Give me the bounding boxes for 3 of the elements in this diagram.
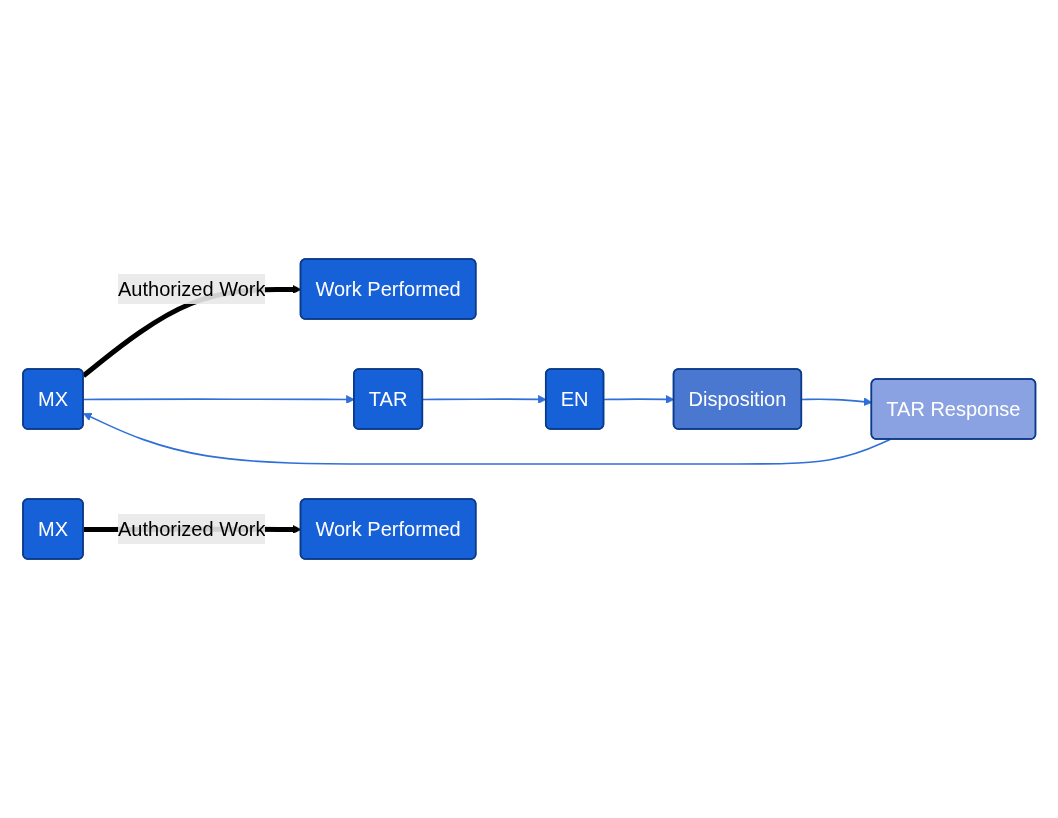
arrow [82,412,891,465]
edge-label: Authorized Work [117,518,266,540]
edge-label: Authorized Work [117,278,266,300]
